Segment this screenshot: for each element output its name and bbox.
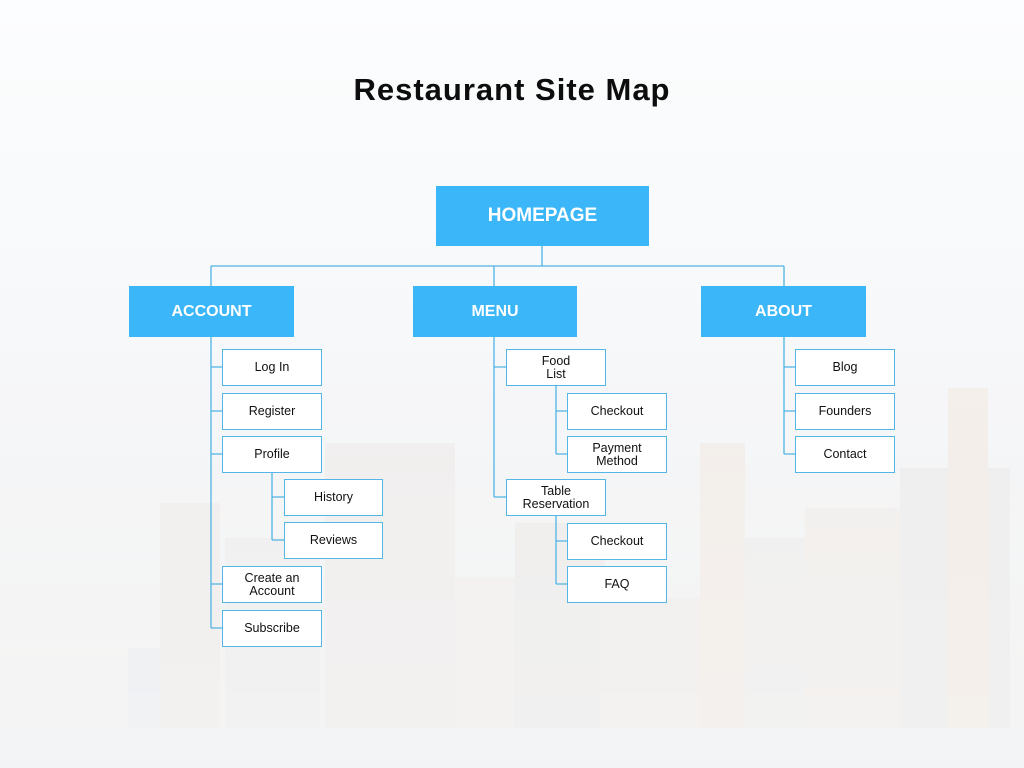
reservation-checkout-page-node: Checkout bbox=[567, 523, 667, 560]
payment-method-page-node: Payment Method bbox=[567, 436, 667, 473]
contact-page-node: Contact bbox=[795, 436, 895, 473]
table-reservation-page-node: Table Reservation bbox=[506, 479, 606, 516]
faq-page-node: FAQ bbox=[567, 566, 667, 603]
homepage-node: HOMEPAGE bbox=[436, 186, 649, 246]
register-page-node: Register bbox=[222, 393, 322, 430]
create-account-page-node: Create an Account bbox=[222, 566, 322, 603]
login-page-node: Log In bbox=[222, 349, 322, 386]
menu-node: MENU bbox=[413, 286, 577, 337]
founders-page-node: Founders bbox=[795, 393, 895, 430]
food-list-page-node: Food List bbox=[506, 349, 606, 386]
subscribe-page-node: Subscribe bbox=[222, 610, 322, 647]
checkout-page-node: Checkout bbox=[567, 393, 667, 430]
profile-page-node: Profile bbox=[222, 436, 322, 473]
history-page-node: History bbox=[284, 479, 383, 516]
reviews-page-node: Reviews bbox=[284, 522, 383, 559]
blog-page-node: Blog bbox=[795, 349, 895, 386]
page-title: Restaurant Site Map bbox=[353, 72, 671, 107]
about-node: ABOUT bbox=[701, 286, 866, 337]
account-node: ACCOUNT bbox=[129, 286, 294, 337]
